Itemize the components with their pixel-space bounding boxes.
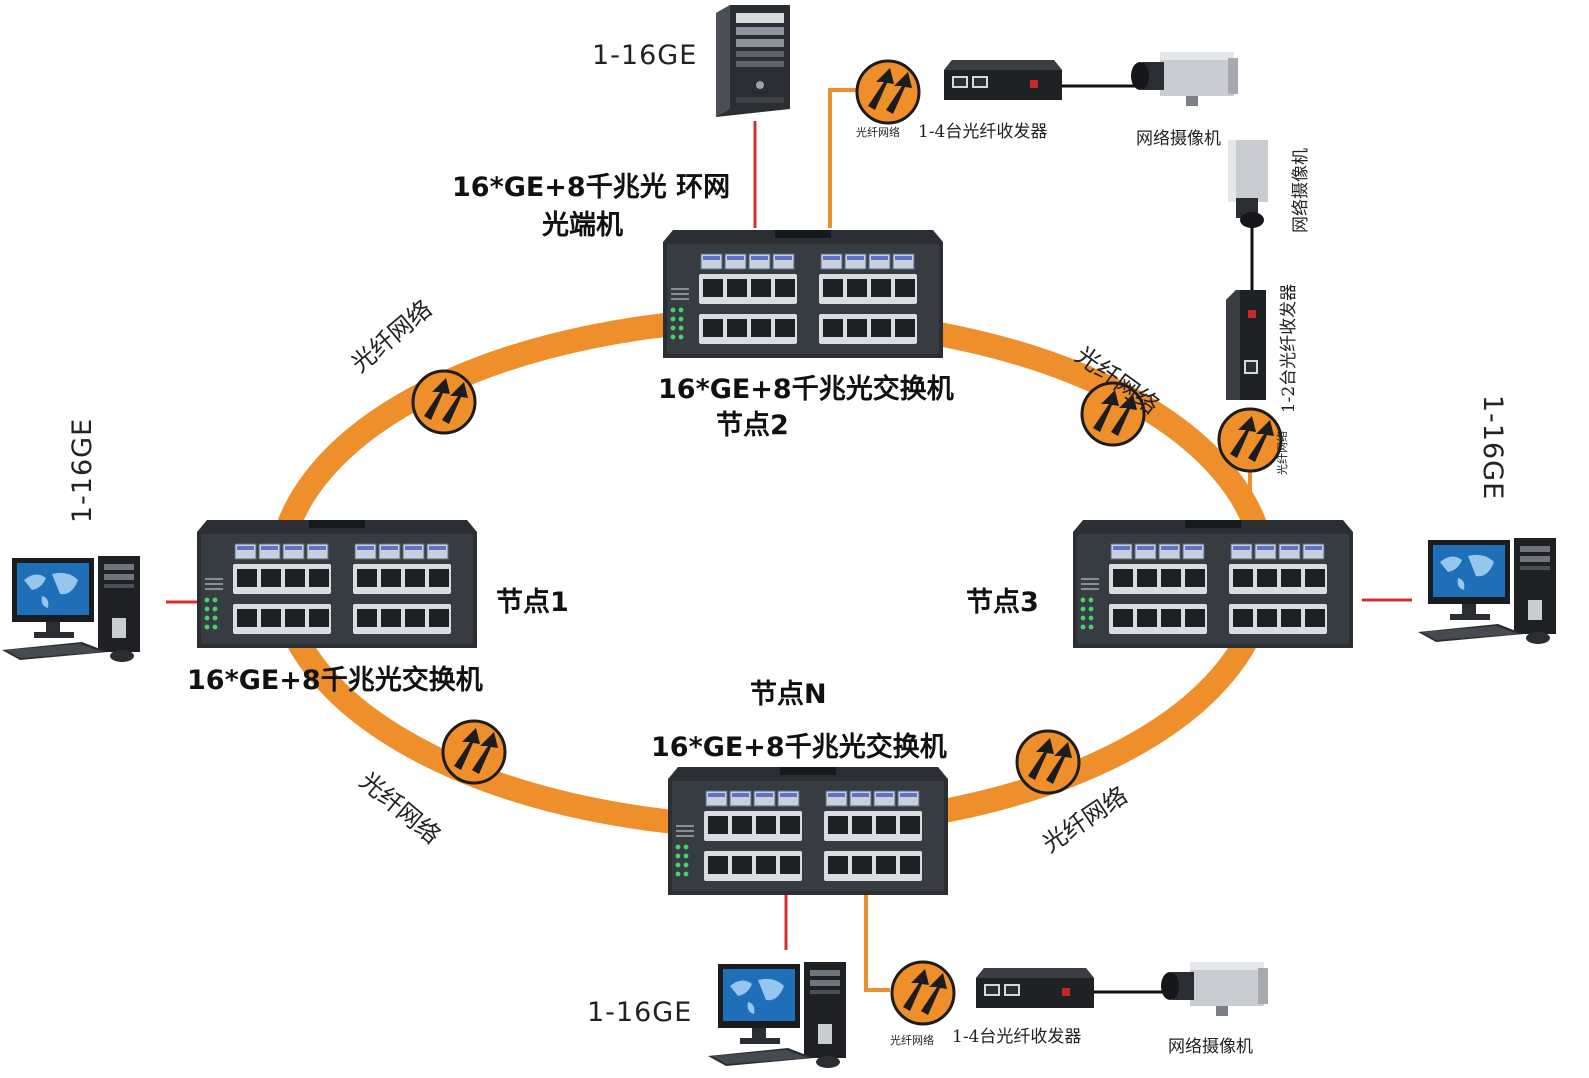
fiber-net-small-label: 光纤网络: [1276, 431, 1289, 475]
transceiver-label-bottom: 1-4台光纤收发器: [952, 1027, 1082, 1047]
nodeN-name: 节点N: [750, 679, 827, 710]
network-camera-icon: [1228, 140, 1268, 228]
network-camera-icon: [1131, 52, 1238, 106]
camera-cables: [1060, 84, 1254, 994]
fiber-link-icon: [890, 960, 956, 1026]
desktop-computer-icon: [708, 962, 846, 1068]
ring-title-line2: 光端机: [542, 210, 623, 241]
fiber-link-icon: [441, 719, 507, 785]
fiber-link-icon: [1015, 729, 1081, 795]
desktop-computer-icon: [1418, 538, 1556, 644]
ge-label-bottom: 1-16GE: [587, 997, 693, 1028]
node2-name: 节点2: [716, 410, 789, 441]
nodeN-switch: [667, 766, 949, 896]
node1-name: 节点1: [496, 587, 569, 618]
fiber-link-icon: [411, 369, 477, 435]
fiber-net-small-label: 光纤网络: [856, 126, 900, 139]
fiber-transceiver-icon: [944, 60, 1062, 100]
tower-server-icon: [716, 5, 790, 117]
camera-label-right: 网络摄像机: [1291, 148, 1311, 233]
node2-switch: [662, 229, 944, 359]
ge-label-top: 1-16GE: [592, 40, 698, 71]
network-camera-icon: [1161, 962, 1268, 1016]
nodeN-model: 16*GE+8千兆光交换机: [651, 732, 947, 763]
transceiver-label-top: 1-4台光纤收发器: [918, 122, 1048, 142]
ge-label-right: 1-16GE: [1477, 394, 1509, 501]
desktop-computer-icon: [2, 556, 140, 662]
transceiver-label-right: 1-2台光纤收发器: [1279, 283, 1300, 414]
node1-model: 16*GE+8千兆光交换机: [187, 665, 483, 696]
camera-label-bottom: 网络摄像机: [1168, 1037, 1253, 1057]
fiber-link-icon: [1217, 407, 1283, 473]
node1-switch: [196, 519, 478, 649]
fiber-transceiver-icon: [1226, 290, 1266, 400]
node2-model: 16*GE+8千兆光交换机: [658, 374, 954, 405]
ring-title: 16*GE+8千兆光 环网: [452, 172, 731, 203]
ge-label-left: 1-16GE: [67, 417, 99, 524]
node3-name: 节点3: [966, 587, 1039, 618]
node3-switch: [1072, 519, 1354, 649]
fiber-transceiver-icon: [976, 968, 1094, 1008]
fiber-net-small-label: 光纤网络: [890, 1034, 934, 1047]
fiber-link-icon: [855, 59, 921, 125]
camera-label-top: 网络摄像机: [1136, 129, 1221, 149]
copper-cables: [166, 121, 1412, 950]
